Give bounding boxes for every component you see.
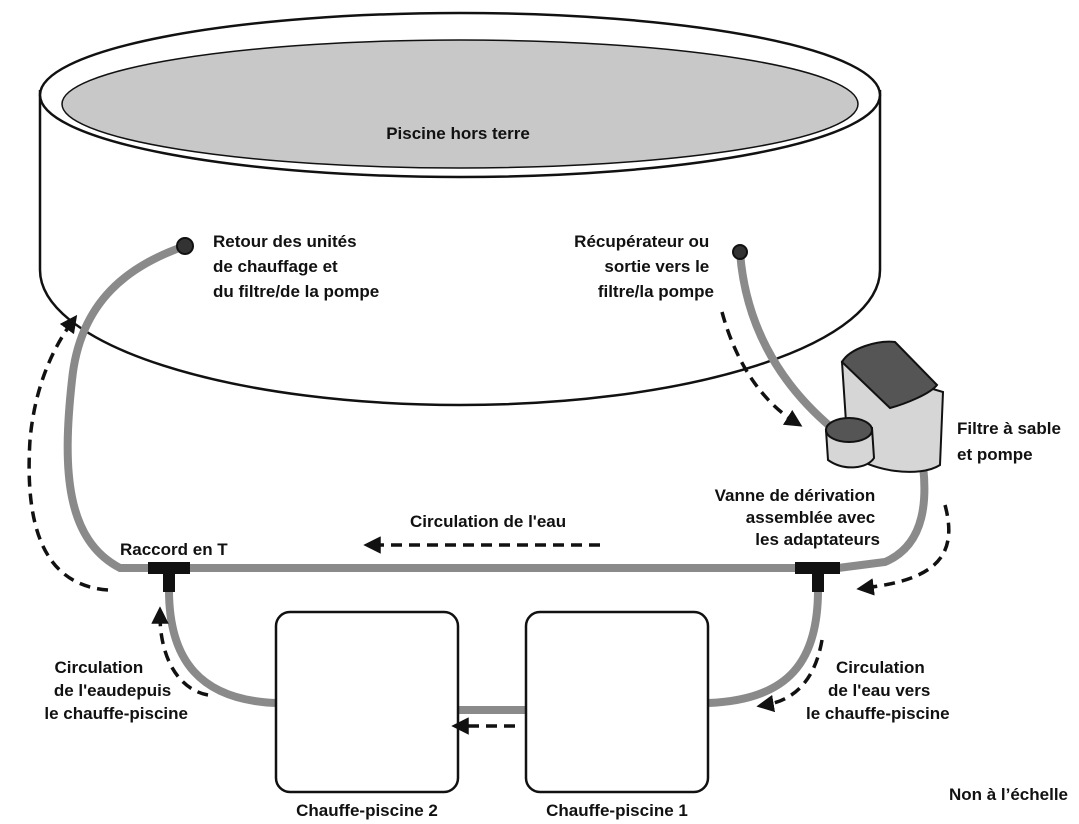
return-inlet xyxy=(176,237,194,255)
return-label-line-2: de chauffage et xyxy=(213,257,338,276)
flow-label: Circulation de l'eau xyxy=(410,512,566,531)
filter-top xyxy=(840,340,939,410)
skimmer-label-line-3: filtre/la pompe xyxy=(598,282,714,301)
flow-from-heater-label: Circulation de l'eaudepuis le chauffe-pi… xyxy=(44,658,188,723)
bypass-label-line-3: les adaptateurs xyxy=(755,530,880,549)
above-ground-pool: Piscine hors terre xyxy=(38,11,882,407)
sand-filter-pump xyxy=(824,340,945,473)
flow-to-heater-label: Circulation de l'eau vers le chauffe-pis… xyxy=(806,658,950,723)
flow-arrows xyxy=(27,311,951,735)
heater-1 xyxy=(524,610,710,794)
flow-arrow-filter-out xyxy=(856,504,951,596)
flow-to-heater-line-3: le chauffe-piscine xyxy=(806,704,950,723)
skimmer-label-line-1: Récupérateur ou xyxy=(574,232,709,251)
flow-from-heater-line-1: Circulation xyxy=(54,658,143,677)
pipe-to-heater-1 xyxy=(707,589,822,707)
heater-1-label: Chauffe-piscine 1 xyxy=(546,801,688,820)
pump-top xyxy=(825,417,873,443)
pool-water-surface xyxy=(61,39,859,169)
flow-arrow-from-heater xyxy=(151,606,209,697)
skimmer-label-line-2: sortie vers le xyxy=(604,257,709,276)
return-label: Retour des unités de chauffage et du fil… xyxy=(213,232,379,301)
filter-label: Filtre à sable et pompe xyxy=(957,419,1066,464)
skimmer-outlet xyxy=(732,244,748,260)
flow-from-heater-line-2: de l'eaudepuis xyxy=(54,681,171,700)
skimmer-label: Récupérateur ou sortie vers le filtre/la… xyxy=(574,232,714,301)
tee-label: Raccord en T xyxy=(120,540,228,559)
bypass-label-line-1: Vanne de dérivation xyxy=(715,486,876,505)
pool-label: Piscine hors terre xyxy=(386,124,530,143)
flow-to-heater-line-2: de l'eau vers xyxy=(828,681,930,700)
heater-2 xyxy=(274,610,460,794)
return-label-line-3: du filtre/de la pompe xyxy=(213,282,379,301)
bypass-label: Vanne de dérivation assemblée avec les a… xyxy=(715,486,880,549)
filter-label-line-2: et pompe xyxy=(957,445,1033,464)
pipe-from-heater-2 xyxy=(165,589,277,707)
bypass-valve xyxy=(795,562,840,592)
return-pipe xyxy=(63,242,189,572)
scale-note: Non à l’échelle xyxy=(949,785,1068,804)
tee-fitting xyxy=(148,562,190,592)
bypass-label-line-2: assemblée avec xyxy=(746,508,876,527)
heater-2-label: Chauffe-piscine 2 xyxy=(296,801,438,820)
flow-arrow-return xyxy=(27,314,109,592)
return-label-line-1: Retour des unités xyxy=(213,232,357,251)
filter-label-line-1: Filtre à sable xyxy=(957,419,1061,438)
flow-to-heater-line-1: Circulation xyxy=(836,658,925,677)
flow-from-heater-line-3: le chauffe-piscine xyxy=(44,704,188,723)
skimmer-pipe xyxy=(736,248,836,432)
